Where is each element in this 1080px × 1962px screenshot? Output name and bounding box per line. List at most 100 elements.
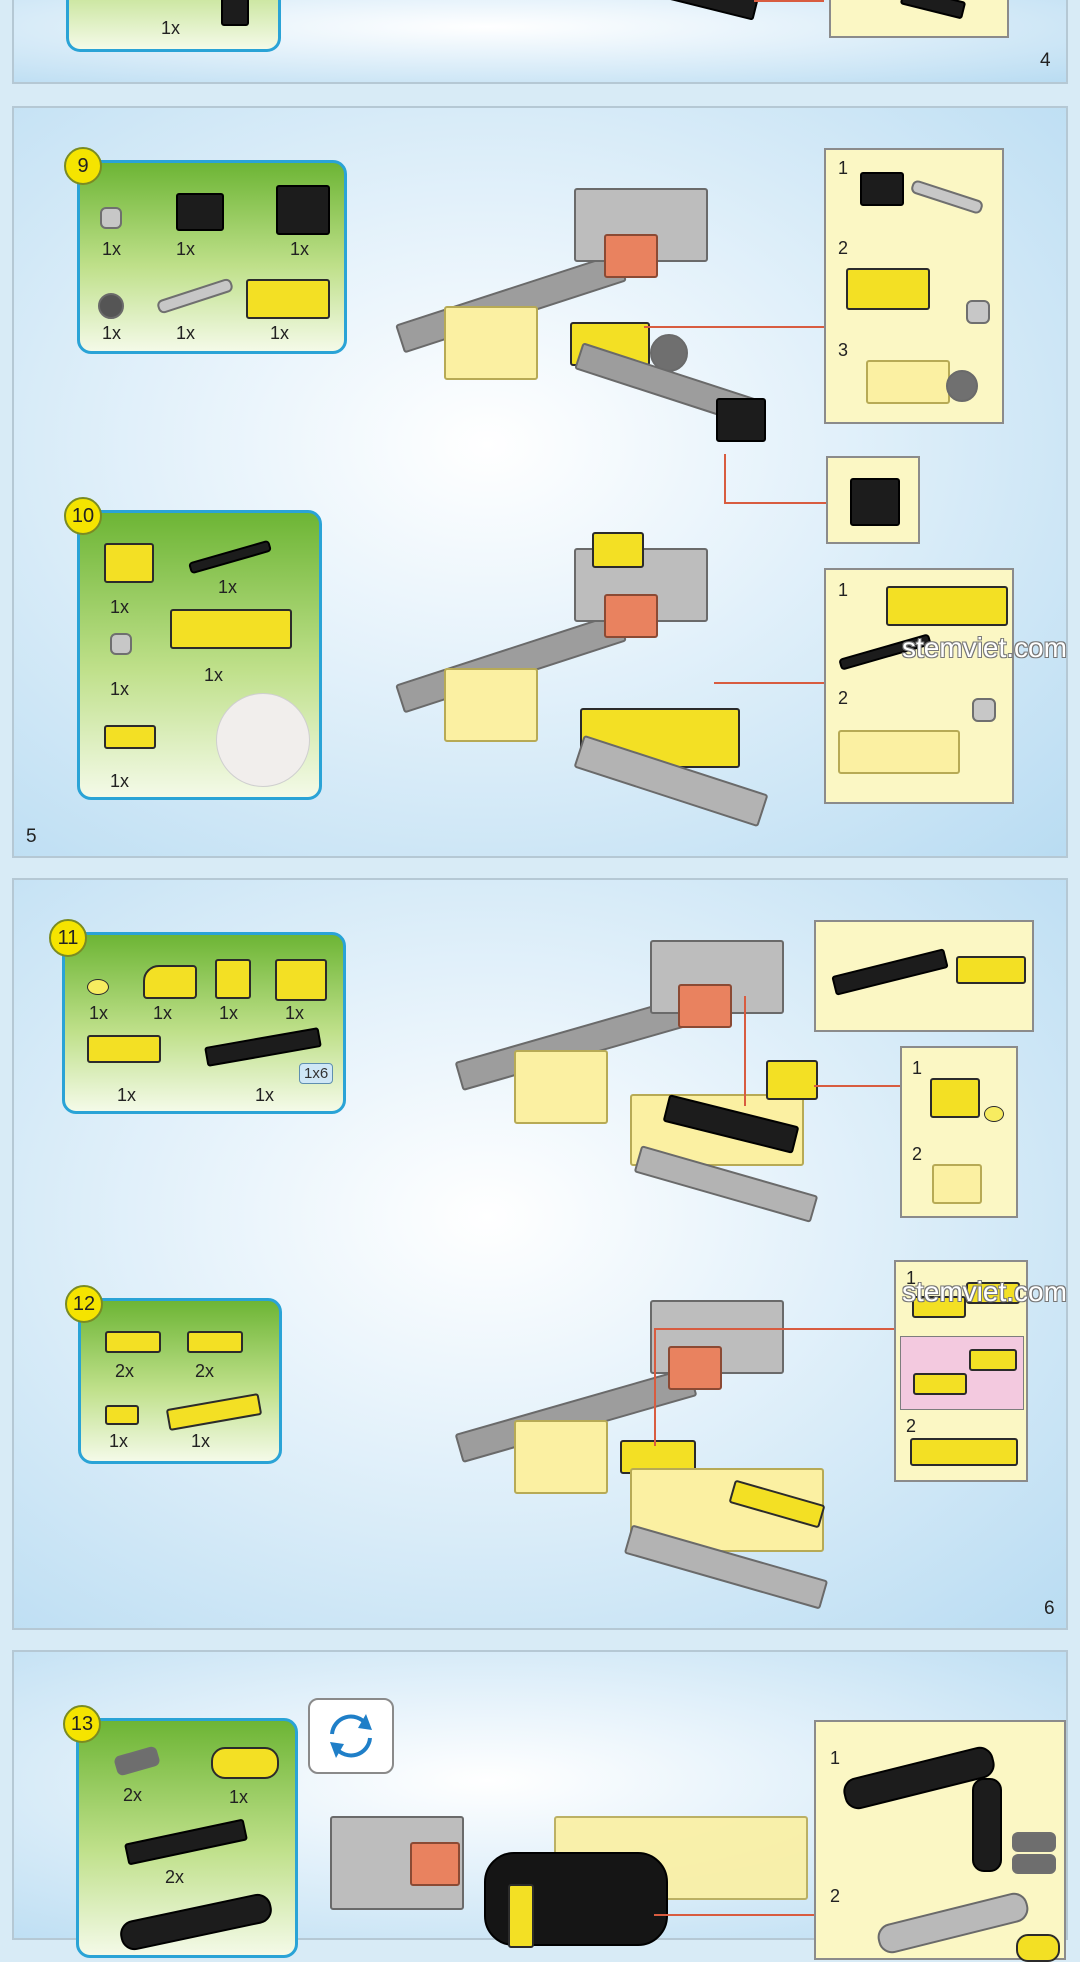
page-6: 11 1x 1x 1x 1x 1x 1x 1x6 1 2 12 (12, 878, 1068, 1630)
sub-step-number: 2 (838, 238, 849, 258)
part-qty: 1x (229, 1787, 249, 1807)
part-qty: 2x (195, 1361, 215, 1381)
callout-arrow (654, 1914, 814, 1916)
yellow-technic-brick-part (846, 268, 930, 310)
part-qty: 1x (218, 577, 238, 597)
yellow-brick-1x2-falling (592, 532, 644, 568)
callout-arrow (744, 996, 746, 1106)
parts-box-step-11: 11 1x 1x 1x 1x 1x 1x 1x6 (49, 919, 346, 1114)
black-axle-part (187, 539, 273, 575)
dark-connector-pin-part (1012, 1854, 1056, 1874)
long-axle-pin-part (909, 178, 985, 216)
part-qty: 1x (117, 1085, 137, 1105)
black-technic-beam-part (117, 1891, 275, 1953)
callout-step-10-subassembly: 1 2 (824, 568, 1014, 804)
page-number: 6 (1044, 1598, 1055, 1619)
black-angle-plate-part (850, 478, 900, 526)
yellow-technic-brick-1x2-falling (766, 1060, 818, 1100)
callout-angle-plate (826, 456, 920, 544)
highlight-box (900, 1336, 1024, 1410)
part-qty: 1x (290, 239, 310, 259)
parts-box-step-13: 13 2x 1x 2x (63, 1705, 298, 1958)
black-tile-1x6-part (831, 948, 949, 996)
placement-hint-circle (216, 693, 310, 787)
callout-step-13-subassembly: 1 2 (814, 1720, 1066, 1962)
yellow-hinge-assembly (910, 1438, 1018, 1466)
yellow-plate-1x4-part (87, 1035, 161, 1063)
black-beam-part (221, 0, 249, 26)
part-qty: 2x (115, 1361, 135, 1381)
sub-step-number: 1 (830, 1748, 841, 1768)
sub-step-number: 1 (838, 158, 849, 178)
part-qty: 1x (176, 239, 196, 259)
part-qty: 1x (109, 1431, 129, 1451)
part-qty: 2x (165, 1867, 185, 1887)
yellow-technic-brick-1x6-part (886, 586, 1008, 626)
callout-arrow (724, 454, 726, 504)
step-number-badge: 9 (64, 147, 102, 185)
light-yellow-mudguard (514, 1420, 608, 1494)
watermark-text: stemviet.com (902, 632, 1067, 663)
dark-connector-pin-part (113, 1745, 161, 1777)
orange-slope-part (604, 234, 658, 278)
light-yellow-brick-part (866, 360, 950, 404)
orange-slope-part (668, 1346, 722, 1390)
yellow-technic-brick-1x2-part (930, 1078, 980, 1118)
black-plate-1x6-part (124, 1818, 248, 1866)
parts-box-step-8: 1x (66, 0, 281, 52)
orange-slope-part (604, 594, 658, 638)
callout-arrow (654, 1328, 894, 1330)
page-5: 9 1x 1x 1x 1x 1x 1x 1 2 3 10 (12, 106, 1068, 858)
step-number-badge: 11 (49, 919, 87, 957)
page-number: 4 (1040, 50, 1051, 71)
part-qty: 1x (204, 665, 224, 685)
yellow-technic-beam-3-part (211, 1747, 279, 1779)
orange-slope-part (410, 1842, 460, 1886)
sub-step-number: 1 (906, 1268, 917, 1288)
callout-arrow (754, 0, 824, 2)
connector-pin-part (110, 633, 132, 655)
part-qty: 1x (102, 239, 122, 259)
part-qty: 1x (219, 1003, 239, 1023)
part-qty: 1x (176, 323, 196, 343)
yellow-plate-part (966, 1282, 1020, 1304)
page-4: 1x 4 (12, 0, 1068, 84)
yellow-brick-1x2-part (104, 543, 154, 583)
round-plate-part (87, 979, 109, 995)
callout-step-8 (829, 0, 1009, 38)
part-qty: 1x (285, 1003, 305, 1023)
part-qty: 1x (110, 679, 130, 699)
callout-step-9-subassembly: 1 2 3 (824, 148, 1004, 424)
parts-box-step-9: 9 1x 1x 1x 1x 1x 1x (64, 147, 347, 354)
part-qty: 1x (153, 1003, 173, 1023)
dark-connector-pin-part (1012, 1832, 1056, 1852)
rotate-model-indicator (308, 1698, 394, 1774)
sub-step-number: 3 (838, 340, 849, 360)
light-yellow-mudguard (444, 306, 538, 380)
parts-box-step-12: 12 2x 2x 1x 1x (65, 1285, 282, 1464)
sub-step-number: 2 (830, 1886, 841, 1906)
yellow-hinge-plate-part (913, 1373, 967, 1395)
yellow-technic-brick-1x2-part (275, 959, 327, 1001)
light-yellow-mudguard (514, 1050, 608, 1124)
part-qty: 1x (255, 1085, 275, 1105)
part-qty: 1x (161, 18, 181, 38)
callout-arrow (714, 682, 838, 684)
yellow-technic-brick-part (246, 279, 330, 319)
size-tag: 1x6 (299, 1063, 334, 1084)
part-qty: 2x (123, 1785, 143, 1805)
part-qty: 1x (102, 323, 122, 343)
black-technic-l-beam-arm (972, 1778, 1002, 1872)
orange-slope-part (678, 984, 732, 1028)
sub-step-number: 2 (838, 688, 849, 708)
light-yellow-mudguard (444, 668, 538, 742)
connector-pin-part (966, 300, 990, 324)
part-qty: 1x (110, 771, 130, 791)
step-number-badge: 12 (65, 1285, 103, 1323)
step-number-badge: 10 (64, 497, 102, 535)
sub-step-number: 2 (906, 1416, 917, 1436)
page-number: 5 (26, 826, 37, 847)
yellow-plate-1x2-part (104, 725, 156, 749)
black-technic-brick-part (860, 172, 904, 206)
black-plate-part (899, 0, 967, 20)
